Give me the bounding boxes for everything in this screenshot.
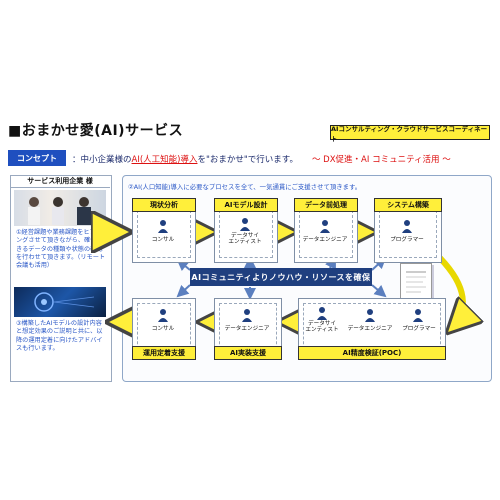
step-box-operation [132, 298, 196, 354]
role-programmer-2: プログラマー [402, 326, 436, 332]
people-photo-icon [28, 197, 91, 225]
arrow-curve [437, 255, 463, 330]
step3-note: ③構築したAIモデルの設計内容と想定効果のご説明と共に、以降の運用定着に向けたア… [16, 320, 103, 353]
consultant-icon [158, 220, 168, 233]
data-scientist-icon [240, 218, 250, 231]
data-scientist-icon-2 [317, 307, 327, 320]
label-poc: AI精度検証(POC) [298, 346, 446, 360]
role-data-engineer-3: データエンジニア [347, 326, 393, 332]
data-engineer-icon-2 [242, 309, 252, 322]
client-panel-heading: サービス利用企業 様 [10, 175, 110, 188]
ai-brain-icon [34, 292, 95, 312]
concept-highlight: AI(人工知能)導入 [131, 155, 198, 165]
community-banner: AIコミュニティよりノウハウ・リソースを確保 [190, 268, 372, 286]
role-data-scientist-2: データサイ エンティスト [305, 321, 339, 334]
programmer-icon [402, 220, 412, 233]
step1-note: ①経営課題や業務課題をヒアリングさせて頂きながら、確保できるデータの種類や状態の… [16, 229, 106, 270]
step-box-analysis [132, 205, 196, 263]
service-tag: AIコンサルティング・クラウドサービスコーディネート [330, 125, 490, 143]
step-box-implementation [214, 298, 282, 354]
concept-mid: を"おまかせ"で行います。 [197, 155, 298, 165]
label-model-design: AIモデル設計 [214, 198, 278, 212]
label-system-build: システム構築 [374, 198, 442, 212]
step-box-model-design [214, 205, 278, 263]
consultant-icon-2 [158, 309, 168, 322]
concept-label: コンセプト [8, 150, 66, 166]
data-engineer-icon-3 [365, 309, 375, 322]
role-consultant-2: コンサル [151, 326, 175, 332]
step-box-system-build [374, 205, 442, 263]
role-consultant: コンサル [151, 237, 175, 243]
role-data-engineer: データエンジニア [302, 237, 348, 243]
label-analysis: 現状分析 [132, 198, 196, 212]
label-operation: 運用定着支援 [132, 346, 196, 360]
report-document-icon [400, 263, 432, 303]
label-preprocess: データ前処理 [294, 198, 358, 212]
ai-photo-image [14, 287, 106, 317]
data-engineer-icon [320, 220, 330, 233]
role-programmer: プログラマー [390, 237, 424, 243]
label-implementation: AI実装支援 [214, 346, 282, 360]
page-title: ■おまかせ愛(AI)サービス [8, 123, 184, 139]
concept-dx: ～ DX促進・AI コミュニティ活用 ～ [311, 155, 451, 165]
role-data-scientist: データサイ エンティスト [228, 233, 262, 246]
step2-note: ②AI(人口知能)導入に必要なプロセスを全て、一気通貫にご支援させて頂きます。 [128, 183, 362, 191]
programmer-icon-2 [413, 309, 423, 322]
concept-text: ：中小企業様のAI(人工知能)導入を"おまかせ"で行います。 ～ DX促進・AI … [72, 153, 451, 165]
concept-prefix: ：中小企業様の [72, 155, 132, 165]
step-box-preprocess [294, 205, 358, 263]
role-data-engineer-2: データエンジニア [224, 326, 270, 332]
client-photo-image [14, 190, 106, 226]
concept-row: コンセプト ：中小企業様のAI(人工知能)導入を"おまかせ"で行います。 ～ DX… [8, 150, 492, 166]
